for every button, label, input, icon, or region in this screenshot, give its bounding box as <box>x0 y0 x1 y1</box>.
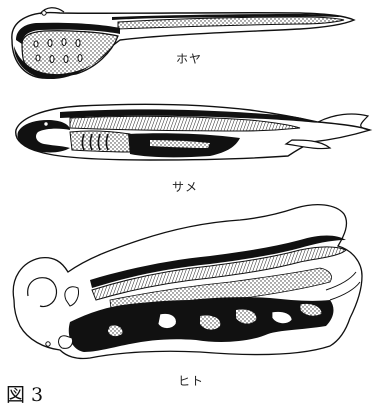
tunicate-larva-drawing <box>12 8 354 79</box>
label-hito: ヒト <box>178 372 204 389</box>
label-hoya: ホヤ <box>176 50 202 67</box>
label-same: サメ <box>172 178 198 195</box>
tunicate-pharynx <box>22 31 118 76</box>
shark-drawing <box>16 104 370 160</box>
human-embryo-drawing <box>13 205 362 359</box>
figure-caption: 図 3 <box>6 380 43 406</box>
